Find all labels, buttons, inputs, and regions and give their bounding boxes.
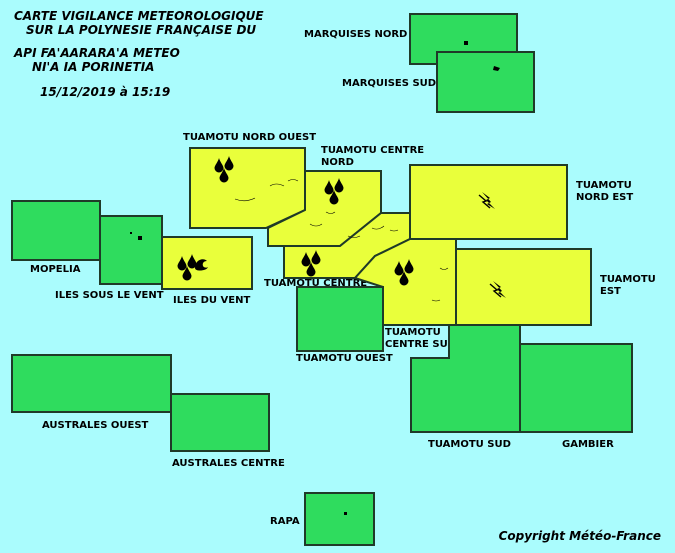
label-tuamotu-est-2: EST bbox=[600, 286, 621, 297]
island-mark bbox=[130, 232, 132, 234]
label-tuamotu-est-1: TUAMOTU bbox=[600, 274, 656, 285]
label-tuamotu-centre-sud-1: TUAMOTU bbox=[385, 327, 441, 338]
header-line-1: CARTE VIGILANCE METEOROLOGIQUE bbox=[14, 9, 264, 23]
zone-tuamotu-est[interactable]: TUAMOTU EST bbox=[455, 248, 656, 326]
label-rapa: RAPA bbox=[270, 516, 300, 527]
label-tuamotu-centre: TUAMOTU CENTRE bbox=[264, 278, 367, 289]
header-line-4: NI'A IA PORINETIA bbox=[32, 60, 155, 74]
zone-tuamotu-centre-nord[interactable]: TUAMOTU CENTRE NORD bbox=[267, 145, 424, 247]
label-marquises-nord: MARQUISES NORD bbox=[304, 29, 407, 40]
island-mark bbox=[344, 512, 347, 515]
zone-tuamotu-nord-est[interactable]: TUAMOTU NORD EST bbox=[409, 164, 633, 240]
label-gambier: GAMBIER bbox=[562, 439, 614, 450]
zone-australes-centre[interactable]: AUSTRALES CENTRE bbox=[170, 393, 285, 469]
label-australes-ouest: AUSTRALES OUEST bbox=[42, 420, 149, 431]
zone-rapa[interactable]: RAPA bbox=[270, 492, 375, 546]
zone-tuamotu-nord-ouest[interactable]: TUAMOTU NORD OUEST bbox=[183, 132, 316, 229]
label-tuamotu-nord-est-1: TUAMOTU bbox=[576, 180, 632, 191]
island-mark bbox=[464, 41, 468, 45]
zone-marquises-sud[interactable]: MARQUISES SUD bbox=[342, 51, 535, 113]
label-mopelia: MOPELIA bbox=[30, 264, 81, 275]
label-tuamotu-nord-ouest: TUAMOTU NORD OUEST bbox=[183, 132, 316, 143]
label-tuamotu-centre-nord-1: TUAMOTU CENTRE bbox=[321, 145, 424, 156]
copyright: Copyright Météo-France bbox=[498, 529, 661, 543]
label-tuamotu-centre-sud-2: CENTRE SUD bbox=[385, 339, 456, 350]
zone-tuamotu-sud[interactable]: TUAMOTU SUD bbox=[410, 324, 521, 450]
header-datetime: 15/12/2019 à 15:19 bbox=[40, 85, 171, 99]
label-australes-centre: AUSTRALES CENTRE bbox=[172, 458, 285, 469]
zone-tuamotu-ouest[interactable]: TUAMOTU OUEST bbox=[296, 286, 393, 364]
island-mark bbox=[493, 66, 500, 71]
label-marquises-sud: MARQUISES SUD bbox=[342, 78, 436, 89]
zone-iles-du-vent[interactable]: ILES DU VENT bbox=[161, 236, 253, 306]
zone-gambier[interactable]: GAMBIER bbox=[519, 343, 633, 450]
header-line-3: API FA'AARARA'A METEO bbox=[14, 46, 180, 60]
zone-australes-ouest[interactable]: AUSTRALES OUEST bbox=[11, 354, 172, 431]
label-iles-du-vent: ILES DU VENT bbox=[173, 295, 250, 306]
label-tuamotu-ouest: TUAMOTU OUEST bbox=[296, 353, 393, 364]
label-iles-sous-le-vent: ILES SOUS LE VENT bbox=[55, 290, 164, 301]
label-tuamotu-centre-nord-2: NORD bbox=[321, 157, 354, 168]
header-line-2: SUR LA POLYNESIE FRANÇAISE DU bbox=[26, 23, 257, 37]
zone-mopelia[interactable]: MOPELIA bbox=[11, 200, 101, 275]
label-tuamotu-sud: TUAMOTU SUD bbox=[428, 439, 511, 450]
island-mark bbox=[138, 236, 142, 240]
label-tuamotu-nord-est-2: NORD EST bbox=[576, 192, 633, 203]
